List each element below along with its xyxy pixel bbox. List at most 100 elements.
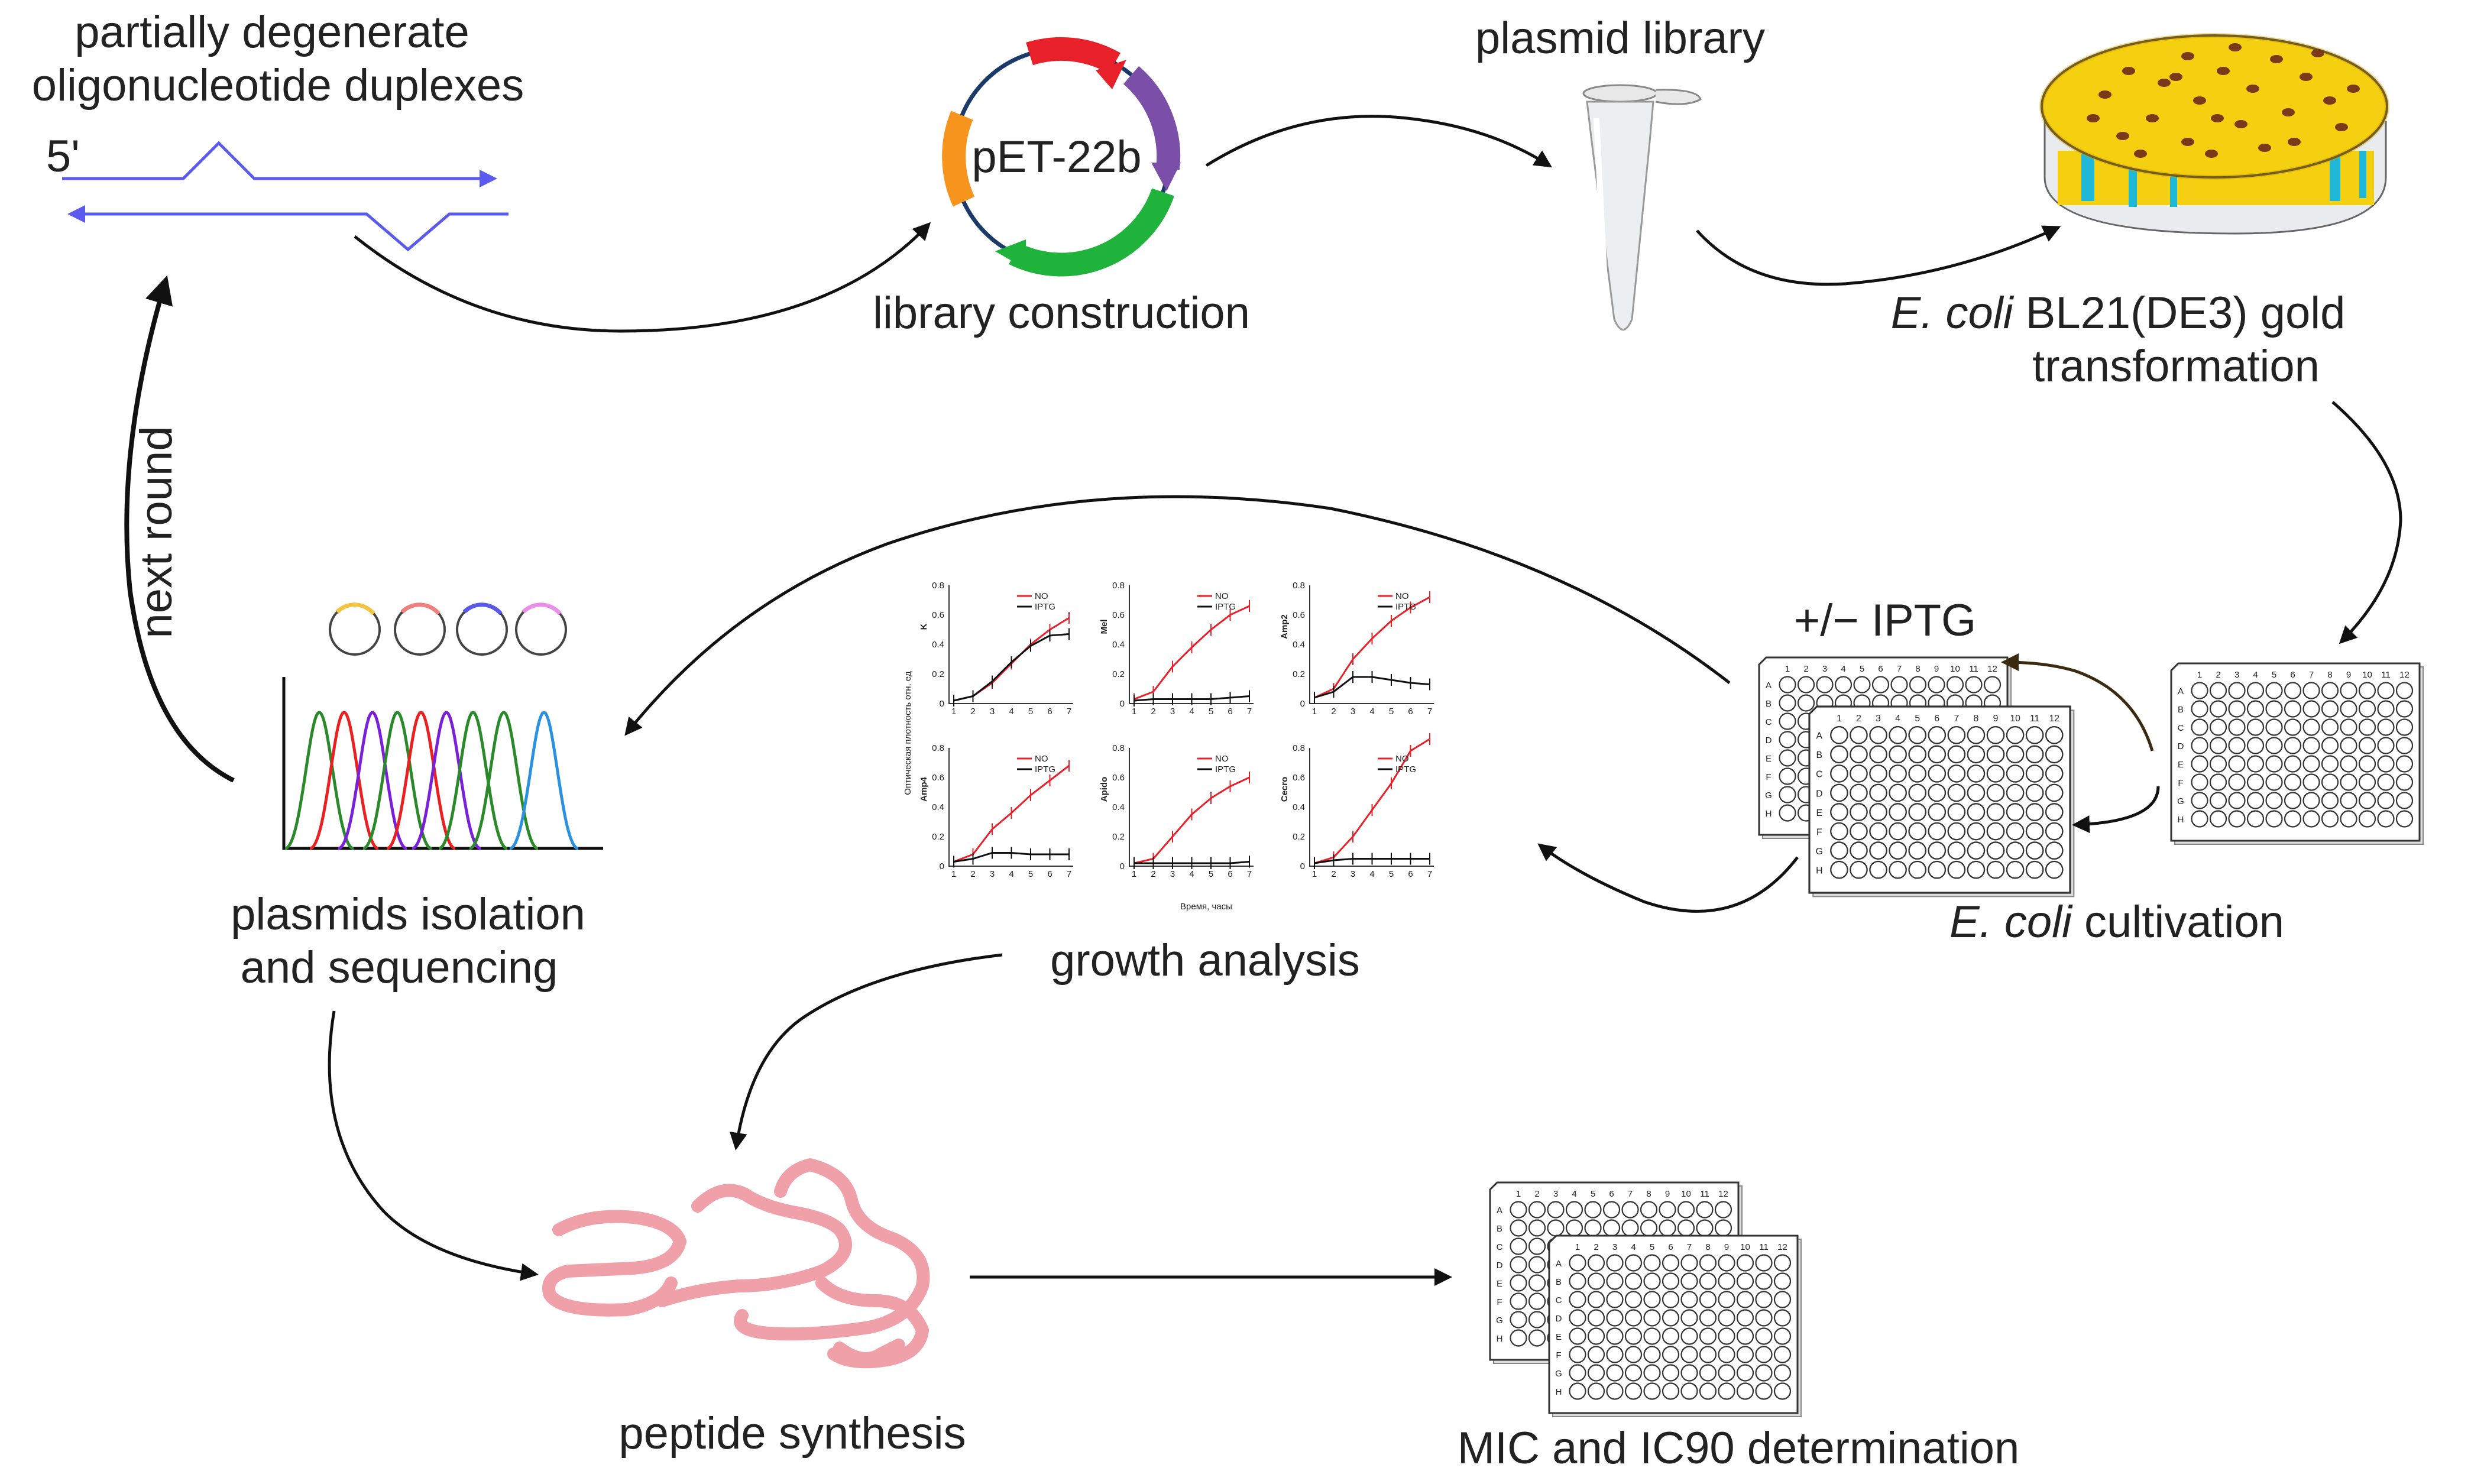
plate-well — [1662, 1254, 1680, 1272]
plate-well — [1680, 1254, 1698, 1272]
plate-well — [1699, 1382, 1717, 1400]
plate-well — [1967, 803, 1986, 821]
chart-ytick: 0.6 — [1112, 610, 1125, 620]
plate-well — [1830, 764, 1848, 783]
legend-label: NO — [1035, 591, 1048, 601]
plate-col-label: 2 — [1534, 1189, 1539, 1199]
plate-well — [1587, 1382, 1605, 1400]
plate-well — [1547, 1219, 1565, 1237]
plate-well — [1755, 1254, 1773, 1272]
plate-well — [1797, 676, 1815, 694]
plate-well — [1624, 1309, 1643, 1327]
plate-well — [1606, 1327, 1624, 1345]
plate-well — [2377, 682, 2395, 699]
plate-well — [1736, 1272, 1754, 1290]
plate-well — [1662, 1382, 1680, 1400]
plate-well — [1587, 1309, 1605, 1327]
plate-well — [2006, 841, 2025, 860]
plate-col-label: 7 — [1954, 714, 1959, 724]
plate-row-label: D — [1497, 1261, 1503, 1271]
chromatogram-peak — [438, 711, 509, 850]
petri-dish — [2039, 33, 2389, 235]
plate-col-label: 1 — [1785, 664, 1790, 674]
plate-well — [1928, 822, 1947, 841]
plate-well — [1587, 1272, 1605, 1290]
plate-well — [2284, 792, 2302, 809]
plate-well — [1718, 1254, 1735, 1272]
chart-xtick: 1 — [1132, 869, 1136, 879]
chart-xtick: 5 — [1209, 707, 1213, 717]
plate-row-label: C — [2178, 723, 2184, 733]
plate-well — [1986, 860, 2005, 879]
plate-well — [1662, 1291, 1680, 1308]
plate-well — [2209, 718, 2227, 736]
plate-well — [1584, 1219, 1602, 1237]
plate-well — [1565, 1219, 1583, 1237]
plate-well — [1755, 1291, 1773, 1308]
colony — [2311, 49, 2324, 57]
plate-col-label: 10 — [1681, 1189, 1691, 1199]
plate-well — [1967, 783, 1986, 802]
plate-col-label: 10 — [2010, 714, 2020, 724]
plate-col-label: 5 — [1860, 664, 1864, 674]
chart-xtick: 7 — [1247, 707, 1252, 717]
chromatogram-peak — [386, 711, 456, 850]
plate-well — [2265, 755, 2283, 773]
plate-well — [1947, 745, 1966, 764]
plasmid-segment-purple — [1123, 66, 1181, 170]
plate-well — [1696, 1201, 1714, 1219]
plate-well — [1677, 1201, 1695, 1219]
plate-well — [1699, 1327, 1717, 1345]
chart-axes — [1309, 748, 1434, 867]
plasmid-segment-orange — [942, 111, 975, 207]
oligo-duplex-group: partially degenerate oligonucleotide dup… — [32, 7, 524, 252]
plate-well — [2209, 792, 2227, 809]
mic-ic90-label: MIC and IC90 determination — [1458, 1423, 2019, 1473]
plate-well — [1718, 1272, 1735, 1290]
plate-well — [2045, 841, 2064, 860]
tube-body — [1586, 101, 1654, 331]
colony — [2282, 108, 2295, 116]
plate-well — [1662, 1272, 1680, 1290]
plate-well — [1587, 1291, 1605, 1308]
plate-col-label: 5 — [1915, 714, 1920, 724]
plate-well — [1816, 676, 1834, 694]
plate-well — [1908, 745, 1927, 764]
plate-well — [1908, 783, 1927, 802]
transformation-ecoli: E. coli — [1891, 288, 2015, 338]
plate-col-label: 3 — [1876, 714, 1881, 724]
arrow-culture-to-growth — [1537, 843, 1799, 913]
arrow-oligo-to-plasmid — [354, 222, 931, 333]
colony — [2146, 114, 2159, 122]
plate-well — [1773, 1382, 1792, 1400]
plate-col-label: 4 — [2253, 670, 2258, 680]
chromatogram-peak — [362, 711, 433, 850]
tube-cap-hinge — [1655, 89, 1702, 105]
plate-col-label: 7 — [1628, 1189, 1633, 1199]
plate-well — [1967, 745, 1986, 764]
plate-well — [2395, 682, 2414, 699]
plate-well — [1624, 1291, 1643, 1308]
plate-well — [2340, 737, 2357, 754]
chart-ytick: 0.6 — [1293, 773, 1305, 783]
plate-col-label: 4 — [1631, 1242, 1636, 1252]
chromatogram-peak — [309, 711, 380, 850]
plate-well — [2191, 682, 2208, 699]
plate-well — [1606, 1272, 1624, 1290]
plate-well — [1779, 749, 1796, 767]
colony — [2122, 67, 2135, 75]
series-line-NO — [1314, 738, 1430, 864]
plate-well — [1869, 783, 1887, 802]
colony — [2300, 73, 2313, 81]
colony — [2335, 123, 2348, 131]
plate-well — [2321, 737, 2339, 754]
plate-well — [2006, 822, 2025, 841]
plate-row-label: F — [1556, 1350, 1561, 1360]
chart-xtick: 5 — [1209, 869, 1213, 879]
chart-xtick: 1 — [1312, 707, 1317, 717]
plate-well — [1947, 764, 1966, 783]
plate-well — [2209, 773, 2227, 791]
plate-well — [1587, 1254, 1605, 1272]
plate-well — [1587, 1346, 1605, 1363]
